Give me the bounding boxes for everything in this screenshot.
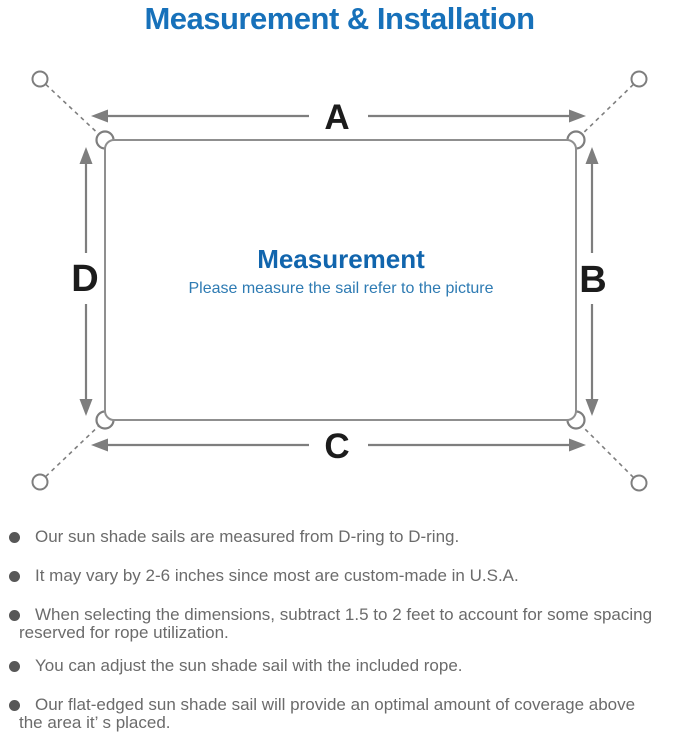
dimension-arrow-top — [91, 109, 586, 123]
dimension-arrow-bottom — [91, 438, 586, 452]
note-text: You can adjust the sun shade sail with t… — [35, 656, 463, 675]
note-text: Our flat-edged sun shade sail will provi… — [35, 695, 636, 714]
page-title: Measurement & Installation — [144, 1, 535, 36]
tether-dashed-lines — [39, 78, 640, 484]
bullet-dot-icon — [9, 661, 20, 672]
bullet-dot-icon — [9, 700, 20, 711]
list-item: When selecting the dimensions, subtract … — [8, 606, 676, 642]
notes-list: Our sun shade sails are measured from D-… — [8, 528, 676, 753]
anchor-ring-icon — [31, 70, 648, 492]
dimension-label-d: D — [71, 258, 98, 300]
dimension-label-c: C — [324, 427, 349, 466]
list-item: It may vary by 2-6 inches since most are… — [8, 567, 676, 585]
note-text: the area it’ s placed. — [19, 713, 171, 732]
dimension-label-b: B — [579, 259, 606, 301]
note-text: reserved for rope utilization. — [19, 623, 229, 642]
dimension-arrow-right — [585, 147, 599, 416]
sail-rectangle — [104, 139, 577, 421]
note-text: It may vary by 2-6 inches since most are… — [35, 566, 519, 585]
note-text: When selecting the dimensions, subtract … — [35, 605, 653, 624]
diagram-center-subtitle: Please measure the sail refer to the pic… — [188, 280, 493, 297]
bullet-dot-icon — [9, 571, 20, 582]
diagram-center-title: Measurement — [257, 244, 425, 274]
list-item: Our flat-edged sun shade sail will provi… — [8, 696, 676, 732]
list-item: Our sun shade sails are measured from D-… — [8, 528, 676, 546]
bullet-dot-icon — [9, 532, 20, 543]
dimension-arrow-left — [79, 147, 93, 416]
note-text: Our sun shade sails are measured from D-… — [35, 527, 460, 546]
dimension-label-a: A — [324, 98, 349, 137]
list-item: You can adjust the sun shade sail with t… — [8, 657, 676, 675]
measurement-diagram: A B C D Measurement Please measure the s… — [31, 70, 648, 492]
bullet-dot-icon — [9, 610, 20, 621]
